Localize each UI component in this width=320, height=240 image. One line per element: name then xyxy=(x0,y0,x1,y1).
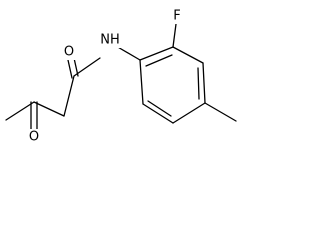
bond-ring-inner-b xyxy=(197,67,200,100)
atom-labels: O NH F O xyxy=(27,8,184,145)
bond-amide-carbonyl-a xyxy=(67,59,73,79)
atom-label-oxygen-amide: O xyxy=(64,45,74,60)
bond-nitrogen-ring xyxy=(115,45,141,61)
bond-carbonyl-nitrogen xyxy=(73,57,101,77)
structure-diagram: O NH F O xyxy=(5,8,237,145)
bond-ketone-methyl xyxy=(5,101,35,121)
bond-ring-c6-c1 xyxy=(139,59,144,105)
bond-ring-fluorine xyxy=(172,23,177,48)
bond-ring-c1-c2 xyxy=(139,46,174,61)
bond-carbonyl-methylene xyxy=(63,75,75,117)
bond-ring-c2-c3 xyxy=(172,46,204,64)
bond-ring-inner-c xyxy=(147,100,172,117)
bond-ring-methyl xyxy=(204,102,237,122)
bond-ring-c4-c5 xyxy=(172,102,206,124)
bond-methylene-ketone xyxy=(33,101,65,117)
bond-ring-c3-c4 xyxy=(202,62,206,104)
bond-ring-inner-a xyxy=(145,54,173,67)
bonds xyxy=(5,23,237,131)
atom-label-nitrogen: NH xyxy=(100,33,120,48)
bond-ring-c5-c6 xyxy=(142,103,174,124)
atom-label-fluorine: F xyxy=(173,9,180,24)
atom-label-oxygen-ketone: O xyxy=(29,130,39,145)
